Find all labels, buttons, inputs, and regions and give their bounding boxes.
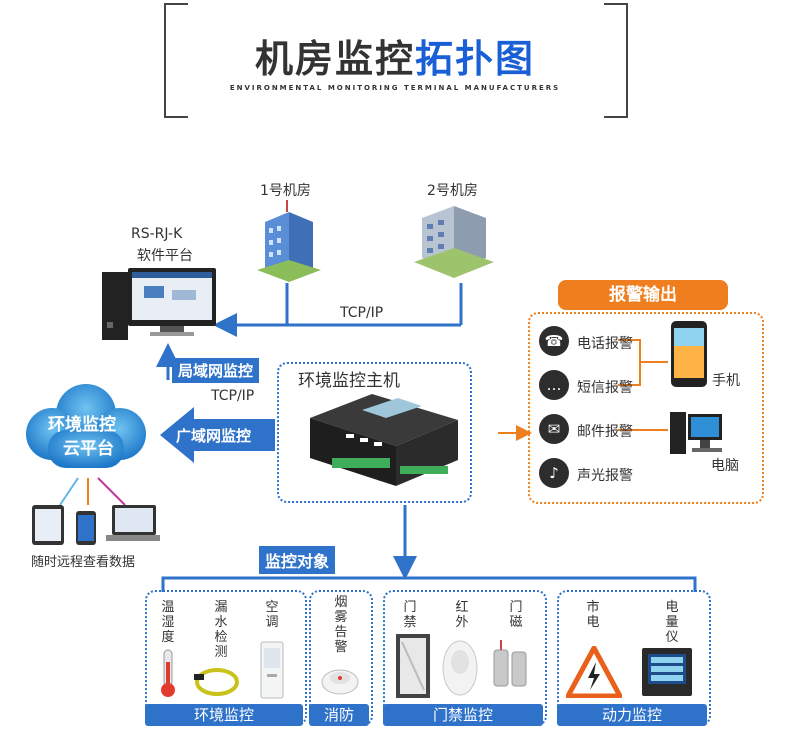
host-box	[277, 362, 472, 503]
alarm-title: 报警输出	[558, 280, 728, 310]
phone-icon: ☎	[539, 326, 569, 356]
host-title: 环境监控主机	[298, 371, 400, 391]
platform-name: RS-RJ-K	[131, 226, 183, 242]
cloud-icon	[26, 384, 146, 468]
object-item-label: 红外	[455, 600, 469, 630]
object-item-label: 空调	[265, 600, 279, 630]
alarm-item-label: 邮件报警	[577, 424, 633, 440]
room2-label: 2号机房	[427, 183, 478, 199]
object-item-label: 门禁	[403, 600, 417, 630]
page-subtitle: ENVIRONMENTAL MONITORING TERMINAL MANUFA…	[229, 84, 561, 92]
smoke-detector-icon	[321, 669, 359, 695]
high-voltage-icon	[566, 646, 622, 698]
pc-icon	[670, 412, 722, 454]
alarm-item-label: 电话报警	[577, 336, 633, 352]
platform-label: 软件平台	[137, 248, 193, 264]
page-title: 机房监控拓扑图	[0, 28, 790, 83]
room1-label: 1号机房	[260, 183, 311, 199]
power-meter-icon	[642, 648, 692, 696]
object-item-label: 门磁	[509, 600, 523, 630]
smartphone-icon	[671, 321, 707, 387]
group-tag-access: 门禁监控	[383, 704, 543, 726]
lan-label: 局域网监控	[172, 358, 260, 383]
water-leak-sensor-icon	[194, 668, 239, 696]
computer-icon	[102, 268, 216, 340]
phone-label: 手机	[712, 373, 740, 389]
wan-label: 广域网监控	[176, 427, 252, 445]
door-icon	[396, 634, 430, 698]
remote-label: 随时远程查看数据	[31, 555, 136, 570]
infrared-sensor-icon	[442, 640, 478, 696]
mail-icon: ✉	[539, 414, 569, 444]
cloud-line2: 云平台	[63, 439, 114, 459]
thermometer-icon	[161, 649, 175, 697]
bell-icon: ♪	[539, 458, 569, 488]
object-item-label: 温湿度	[161, 600, 175, 645]
object-item-label: 电量仪	[665, 600, 679, 645]
air-conditioner-icon	[260, 641, 284, 699]
wan-arrow-icon	[160, 407, 275, 463]
title-blue: 拓扑图	[415, 37, 536, 81]
remote-devices-icon	[32, 505, 160, 545]
alarm-box	[528, 312, 764, 504]
tcpip-top-label: TCP/IP	[340, 305, 384, 321]
group-tag-environment: 环境监控	[145, 704, 303, 726]
alarm-item-label: 短信报警	[577, 380, 633, 396]
group-tag-fire: 消防	[309, 704, 369, 726]
object-item-label: 烟雾告警	[334, 595, 348, 655]
group-tag-power: 动力监控	[557, 704, 707, 726]
cloud-line1: 环境监控	[48, 415, 116, 435]
tcpip-left-label: TCP/IP	[211, 388, 255, 404]
host-device-icon	[310, 394, 458, 486]
alarm-item-label: 声光报警	[577, 468, 633, 484]
door-magnet-icon	[493, 640, 527, 687]
building-icon	[414, 206, 494, 278]
objects-title: 监控对象	[259, 546, 336, 574]
sms-icon: …	[539, 370, 569, 400]
title-dark: 机房监控	[254, 37, 415, 81]
object-item-label: 市电	[586, 600, 600, 630]
title-frame	[164, 3, 628, 118]
building-icon	[257, 200, 321, 282]
object-item-label: 漏水检测	[214, 600, 228, 660]
pc-label: 电脑	[711, 458, 739, 474]
